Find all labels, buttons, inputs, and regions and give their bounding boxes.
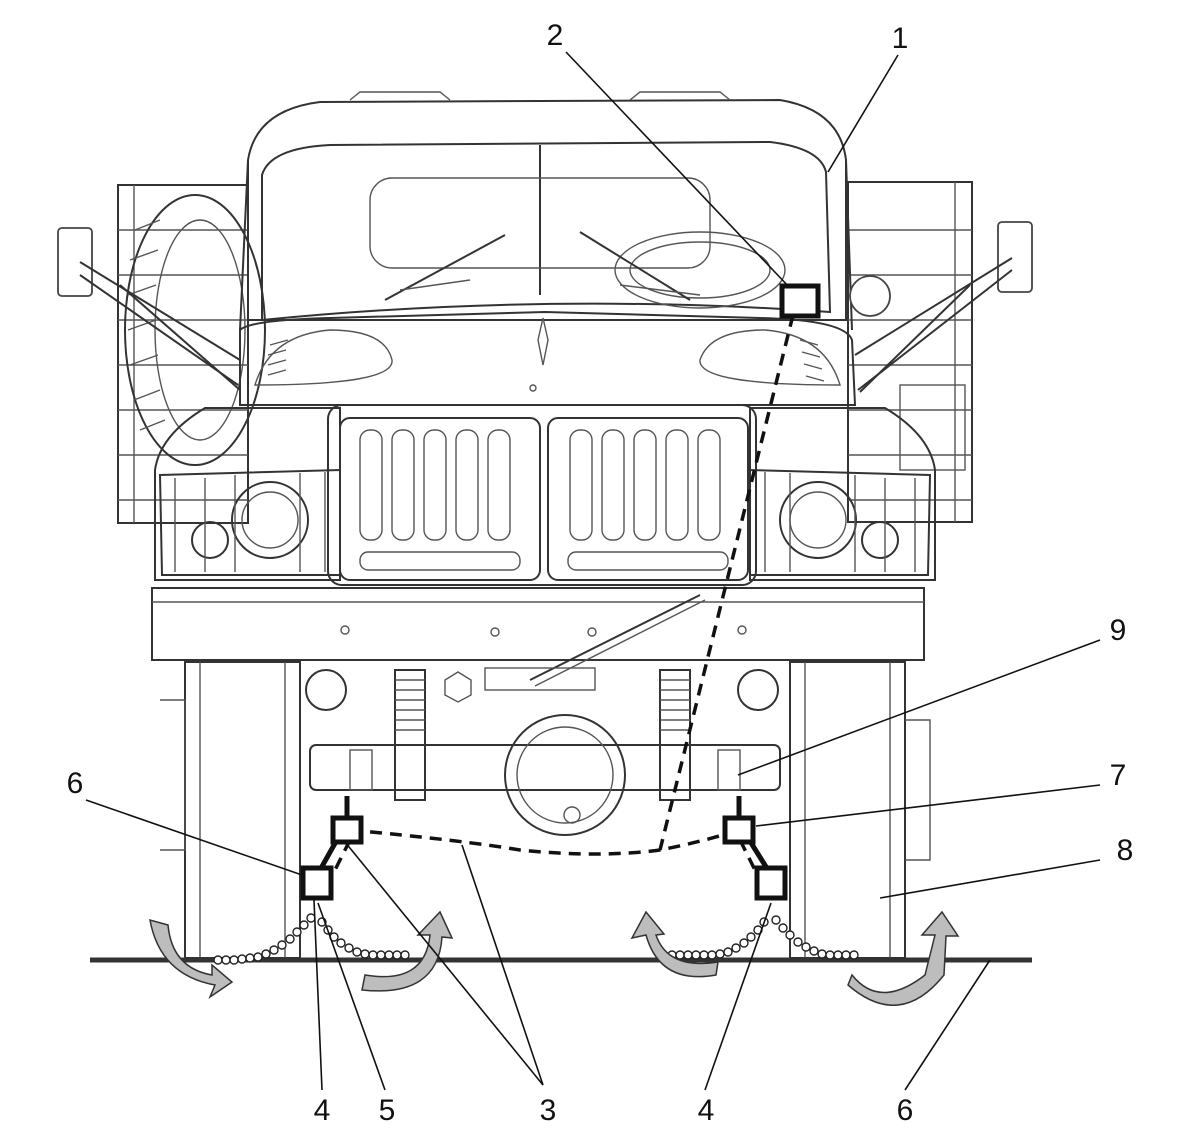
callout-3: 3: [540, 1094, 557, 1127]
callout-9: 9: [1110, 614, 1127, 647]
mirror-right: [849, 221, 1033, 393]
spare-tire: [124, 194, 266, 466]
callout-8: 8: [1117, 834, 1134, 867]
cab: [239, 91, 853, 331]
callout-6-left: 6: [67, 767, 84, 800]
rotation-arrow-right-inner: [630, 910, 719, 978]
front-wheel-left: [160, 661, 301, 959]
ground-sensor-left: [300, 865, 334, 901]
cargo-body-right: [847, 181, 973, 523]
callout-7: 7: [1110, 759, 1127, 792]
rotation-arrow-left-inner: [361, 910, 454, 992]
hood: [239, 310, 857, 406]
fender-right: [749, 407, 936, 581]
rotation-arrow-right-outer: [847, 910, 960, 1006]
callout-4-left: 4: [314, 1094, 331, 1127]
callout-4-right: 4: [698, 1094, 715, 1127]
cargo-body-left: [117, 184, 249, 524]
axle-sensor-right: [722, 815, 756, 845]
cab-control-unit: [779, 283, 821, 319]
radiator-grille: [327, 404, 757, 586]
fender-left: [154, 407, 341, 581]
callout-6-right: 6: [897, 1094, 914, 1127]
front-bumper: [151, 587, 925, 687]
leader-lines: [85, 51, 1101, 1091]
front-wheel-right: [789, 661, 931, 959]
axle-sensor-left: [330, 815, 364, 845]
mirror-left: [57, 227, 241, 391]
rotation-arrow-left-outer: [149, 918, 234, 1000]
front-axle: [305, 667, 781, 836]
callout-5: 5: [379, 1094, 396, 1127]
callout-1: 1: [892, 22, 909, 55]
signal-wiring: [328, 314, 795, 881]
sensor-mounts: [317, 796, 771, 872]
ground-sensor-right: [754, 865, 788, 901]
ground-chain-left: [213, 913, 410, 965]
ground-chain-right: [667, 915, 859, 960]
callout-2: 2: [547, 19, 564, 52]
